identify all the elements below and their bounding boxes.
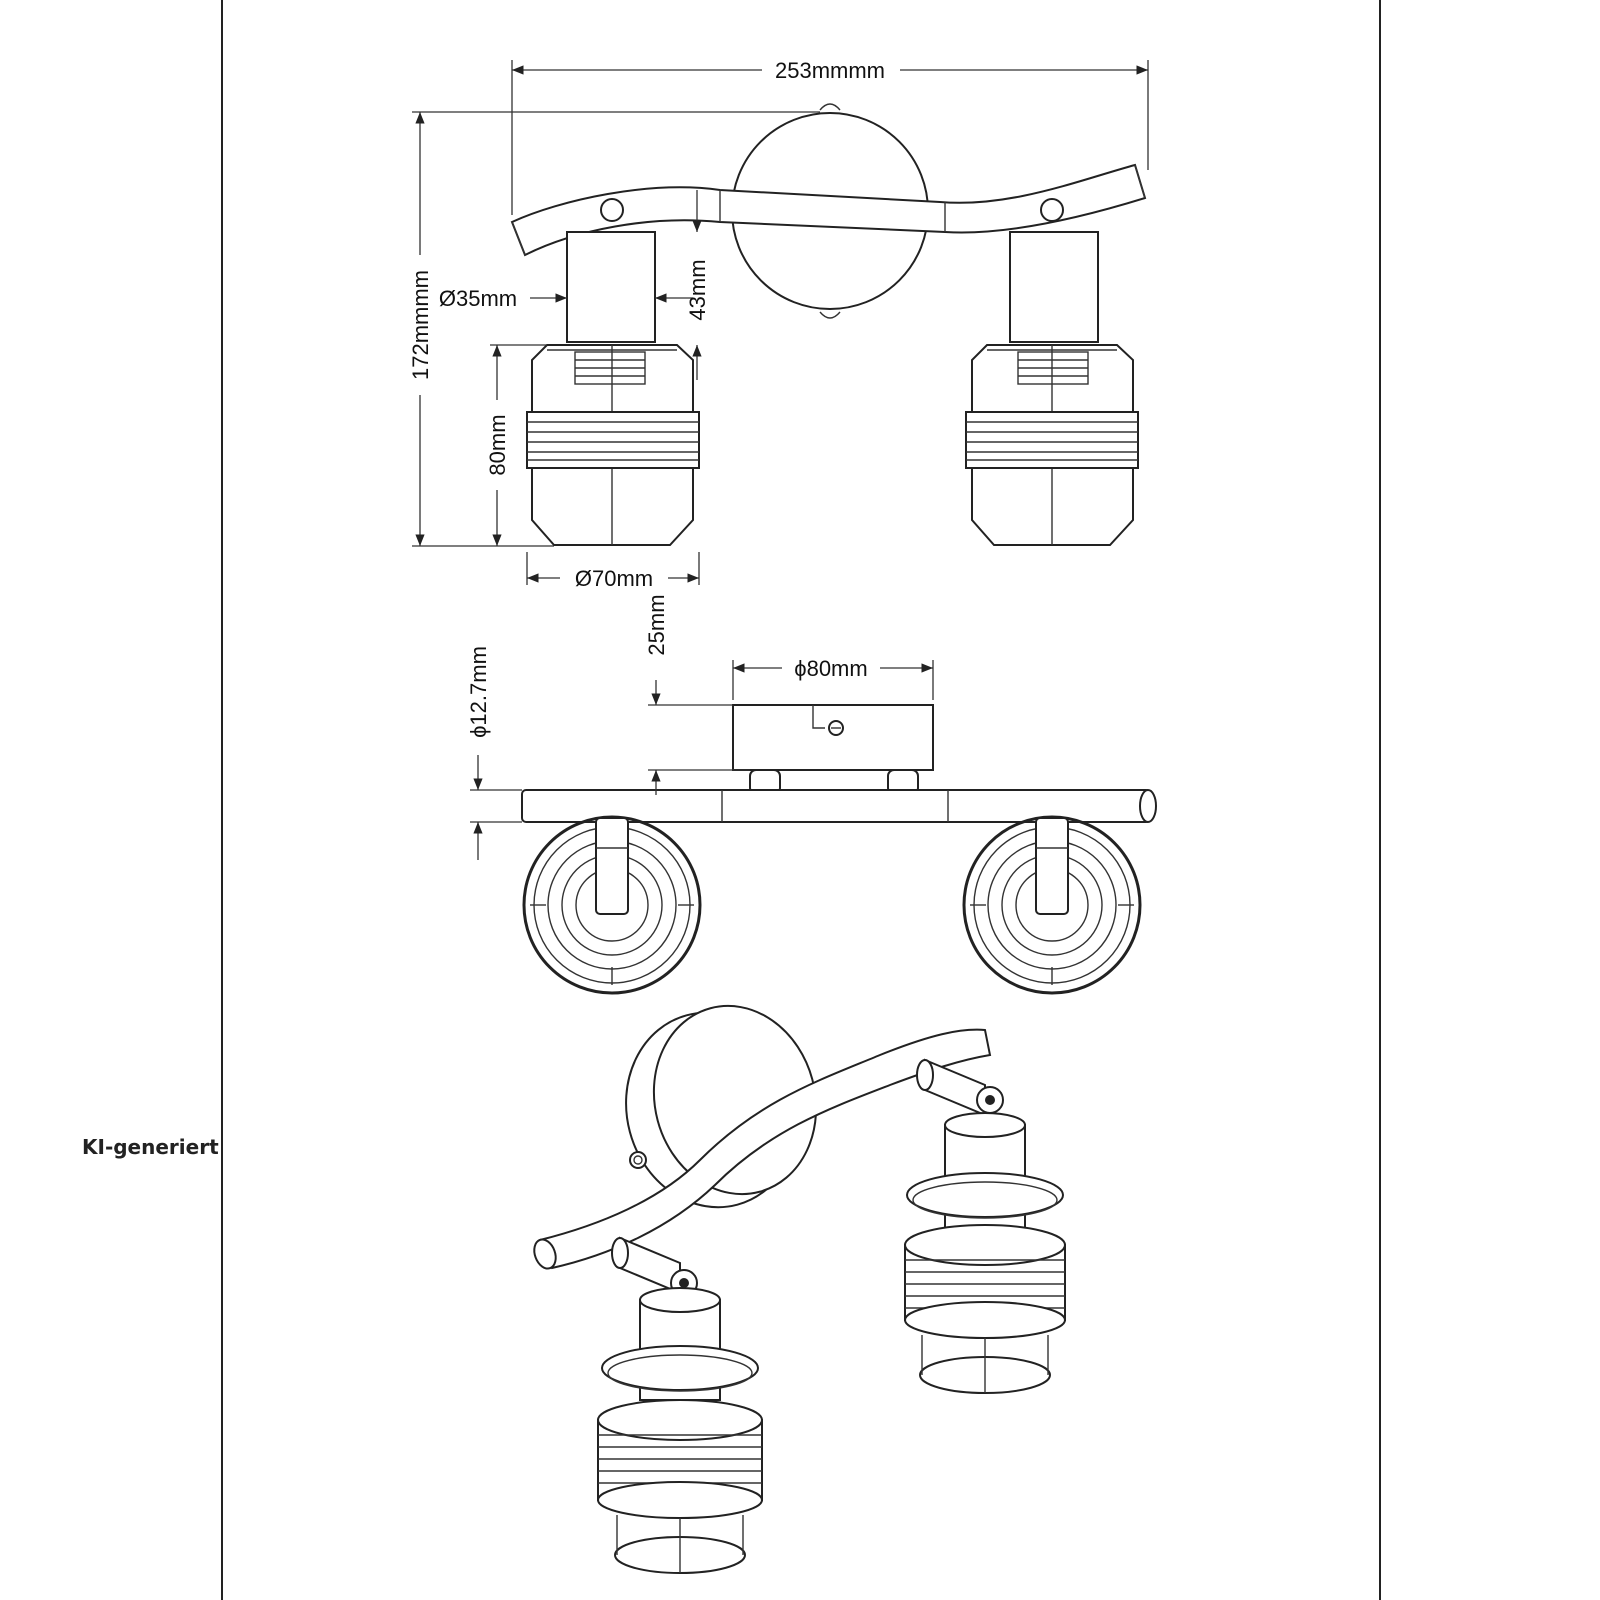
label-canopy-diameter: ϕ80mm [794,656,867,681]
ai-generated-badge: KI-generiert [82,1135,219,1159]
right-spot-perspective [904,1058,1066,1394]
dim-socket-diameter: Ø35mm [439,286,693,311]
front-view: 253mmmm 172mmmm Ø35mm 43mm 80mm [408,58,1149,591]
left-spot-top [522,815,702,995]
perspective-view [533,1004,1066,1574]
label-shade-height: 80mm [485,414,510,475]
label-total-width: 253mmmm [775,58,885,83]
label-canopy-height: 25mm [644,594,669,655]
right-spot-top [962,815,1142,995]
dim-total-width: 253mmmm [511,58,1149,215]
top-view: 25mm ϕ80mm ϕ12.7mm [466,594,1157,995]
canopy-top [732,704,934,771]
dim-bar-diameter: ϕ12.7mm [466,646,522,860]
dim-shade-height: 80mm [485,344,547,546]
left-spot-perspective [597,1236,763,1574]
label-total-height: 172mmmm [408,270,433,380]
label-bar-diameter: ϕ12.7mm [466,646,491,738]
right-spot-front [965,198,1139,546]
dim-canopy-diameter: ϕ80mm [732,656,934,700]
dim-shade-diameter: Ø70mm [526,552,700,591]
curved-bar-perspective [538,1028,992,1270]
dim-socket-height: 43mm [685,190,710,380]
drawing-frame [221,0,1381,1600]
label-socket-diameter: Ø35mm [439,286,517,311]
dim-total-height: 172mmmm [408,111,820,547]
label-socket-height: 43mm [685,259,710,320]
dim-canopy-height: 25mm [644,594,750,795]
left-spot-front [526,198,700,546]
label-shade-diameter: Ø70mm [575,566,653,591]
